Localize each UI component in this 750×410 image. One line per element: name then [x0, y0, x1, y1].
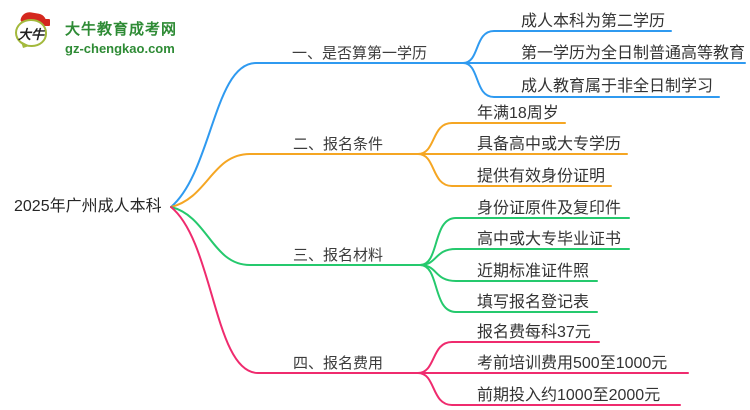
branch-2-child-1-label: 年满18周岁: [477, 105, 559, 122]
branch-2-child-2-label: 具备高中或大专学历: [477, 136, 622, 153]
branch-4-child-2-label: 考前培训费用500至1000元: [477, 355, 668, 372]
branch-3-lines: [170, 206, 630, 313]
branch-1-label: 一、是否算第一学历: [292, 45, 428, 62]
brand-title: 大牛教育成考网: [65, 21, 178, 38]
logo-bubble-text: 大牛: [17, 26, 44, 42]
branch-3-child-2-label: 高中或大专毕业证书: [477, 231, 622, 248]
branch-2-label: 二、报名条件: [293, 136, 384, 153]
brand-domain: gz-chengkao.com: [65, 41, 175, 56]
branch-2-lines: [170, 122, 628, 208]
logo-text-block: 大牛教育成考网 gz-chengkao.com: [65, 12, 177, 56]
root-node-label: 2025年广州成人本科: [14, 198, 162, 215]
branch-1-child-2-label: 第一学历为全日制普通高等教育: [521, 45, 746, 62]
branch-2-child-3-label: 提供有效身份证明: [477, 168, 606, 185]
logo-red-seal: [43, 19, 50, 26]
branch-4-lines: [170, 206, 689, 406]
branch-4-child-3-label: 前期投入约1000至2000元: [477, 387, 661, 404]
logo-speech-bubble: 大牛: [15, 19, 47, 47]
branch-4-child-1-label: 报名费每科37元: [477, 324, 591, 341]
site-logo: 大牛 大牛教育成考网 gz-chengkao.com: [12, 10, 177, 56]
branch-3-child-3-label: 近期标准证件照: [477, 263, 590, 280]
branch-1-lines: [170, 30, 746, 208]
branch-4-label: 四、报名费用: [293, 355, 384, 372]
branch-1-child-1-label: 成人本科为第二学历: [521, 13, 666, 30]
branch-1-child-3-label: 成人教育属于非全日制学习: [521, 78, 714, 95]
branch-3-label: 三、报名材料: [293, 247, 384, 264]
daniu-bull-logo-icon: 大牛: [12, 10, 56, 56]
branch-3-child-4-label: 填写报名登记表: [477, 294, 590, 311]
branch-3-child-1-label: 身份证原件及复印件: [477, 200, 622, 217]
